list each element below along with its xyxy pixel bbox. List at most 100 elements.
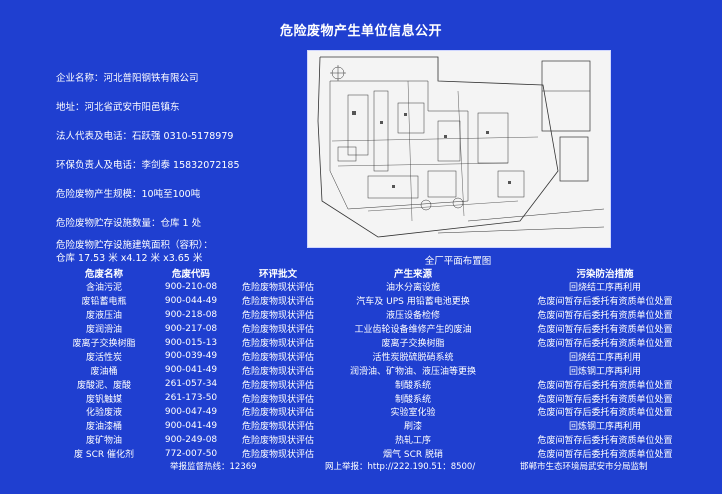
cell-measures: 危废间暂存后委托有资质单位处置 (537, 380, 673, 391)
cell-eia-approval: 危险废物现状评估 (241, 339, 314, 349)
cell-waste-code: 900-210-08 (164, 281, 218, 292)
cell-measures: 危废间暂存后委托有资质单位处置 (537, 311, 673, 322)
cell-eia-approval: 危险废物现状评估 (241, 325, 314, 336)
waste-scale: 危险废物产生规模：10吨至100吨 (56, 189, 201, 200)
table-row: 废油桶 900-041-49 危险废物现状评估 润滑油、矿物油、液压油等更换 回炼钢工序… (58, 363, 708, 377)
cell-source: 汽车及 UPS 用铅蓄电池更换 (356, 297, 470, 308)
cell-waste-name: 废活性炭 (85, 352, 122, 363)
site-plan-map (307, 50, 611, 248)
cell-measures: 危废间暂存后委托有资质单位处置 (537, 436, 673, 447)
cell-waste-name: 废离子交换树脂 (72, 339, 136, 349)
cell-waste-code: 900-218-08 (164, 309, 218, 320)
cell-eia-approval: 危险废物现状评估 (241, 380, 314, 391)
cell-source: 实验室化验 (390, 408, 436, 419)
company-name: 企业名称：河北普阳钢铁有限公司 (56, 73, 199, 84)
table-row: 废液压油 900-218-08 危险废物现状评估 液压设备检修 危废间暂存后委托有资质单… (58, 308, 708, 322)
cell-source: 润滑油、矿物油、液压油等更换 (349, 366, 476, 377)
table-row: 化验废液 900-047-49 危险废物现状评估 实验室化验 危废间暂存后委托有资质单位… (58, 405, 708, 419)
table-row: 废润滑油 900-217-08 危险废物现状评估 工业齿轮设备维修产生的废油 危废间暂存… (58, 322, 708, 336)
environmental-officer: 环保负责人及电话：李剑泰 15832072185 (56, 160, 240, 171)
cell-eia-approval: 危险废物现状评估 (241, 422, 314, 433)
cell-waste-name: 废润滑油 (85, 325, 122, 336)
cell-source: 制酸系统 (394, 394, 431, 405)
cell-source: 活性炭脱硫脱硝系统 (372, 352, 454, 363)
cell-source: 废离子交换树脂 (381, 339, 445, 349)
header-eia-approval: 环评批文 (258, 269, 297, 280)
storage-area-label: 危险废物贮存设施建筑面积（容积）： (56, 240, 213, 251)
cell-waste-code: 261-057-34 (164, 379, 218, 390)
cell-measures: 回炼钢工序再利用 (568, 366, 641, 377)
cell-eia-approval: 危险废物现状评估 (241, 297, 314, 308)
cell-eia-approval: 危险废物现状评估 (241, 394, 314, 405)
cell-measures: 危废间暂存后委托有资质单位处置 (537, 297, 673, 308)
cell-waste-name: 废铅蓄电瓶 (81, 297, 127, 308)
cell-eia-approval: 危险废物现状评估 (241, 436, 314, 447)
table-row: 废铅蓄电瓶 900-044-49 危险废物现状评估 汽车及 UPS 用铅蓄电池更换 危废… (58, 294, 708, 308)
table-row: 废酸泥、废酸 261-057-34 危险废物现状评估 制酸系统 危废间暂存后委托有资质单… (58, 377, 708, 391)
cell-eia-approval: 危险废物现状评估 (241, 408, 314, 419)
supervising-authority: 邯郸市生态环境局武安市分局监制 (520, 462, 648, 472)
legal-representative: 法人代表及电话：石跃强 0310-5178979 (56, 131, 234, 142)
cell-measures: 回炼钢工序再利用 (568, 422, 641, 433)
header-measures: 污染防治措施 (576, 269, 634, 280)
table-row: 废油漆桶 900-041-49 危险废物现状评估 刷漆 回炼钢工序再利用 (58, 419, 708, 433)
table-row: 废离子交换树脂 900-015-13 危险废物现状评估 废离子交换树脂 危废间暂存后委托… (58, 336, 708, 350)
storage-count: 危险废物贮存设施数量：仓库 1 处 (56, 218, 202, 229)
header-waste-name: 危废名称 (84, 269, 123, 280)
table-header-row: 危废名称 危废代码 环评批文 产生来源 污染防治措施 (58, 266, 708, 280)
cell-source: 制酸系统 (394, 380, 431, 391)
online-report-link[interactable]: 网上举报：http://222.190.51：8500/ (325, 462, 476, 472)
report-hotline: 举报监督热线：12369 (170, 462, 257, 472)
cell-eia-approval: 危险废物现状评估 (241, 311, 314, 322)
page-title: 危险废物产生单位信息公开 (279, 24, 442, 39)
cell-waste-name: 化验废液 (85, 408, 122, 419)
cell-waste-code: 900-041-49 (164, 365, 218, 376)
cell-waste-name: 废 SCR 催化剂 (74, 450, 134, 461)
cell-waste-code: 900-044-49 (164, 295, 218, 306)
cell-source: 油水分离设施 (385, 283, 440, 294)
table-row: 含油污泥 900-210-08 危险废物现状评估 油水分离设施 回烧结工序再利用 (58, 280, 708, 294)
cell-measures: 危废间暂存后委托有资质单位处置 (537, 325, 673, 336)
cell-measures: 回烧结工序再利用 (568, 352, 641, 363)
cell-waste-code: 261-173-50 (164, 393, 218, 404)
cell-source: 液压设备检修 (385, 311, 440, 322)
cell-waste-name: 废液压油 (85, 311, 122, 322)
cell-waste-name: 含油污泥 (85, 283, 122, 294)
cell-eia-approval: 危险废物现状评估 (241, 352, 314, 363)
cell-waste-code: 900-039-49 (164, 351, 218, 362)
cell-source: 烟气 SCR 脱硝 (383, 450, 443, 461)
cell-waste-name: 废矿物油 (85, 436, 122, 447)
cell-measures: 危废间暂存后委托有资质单位处置 (537, 339, 673, 349)
cell-eia-approval: 危险废物现状评估 (241, 366, 314, 377)
cell-source: 刷漆 (403, 422, 422, 433)
cell-waste-code: 900-041-49 (164, 420, 218, 431)
cell-source: 热轧工序 (394, 436, 431, 447)
cell-measures: 回烧结工序再利用 (568, 283, 641, 294)
cell-waste-code: 772-007-50 (164, 448, 218, 459)
cell-waste-name: 废油漆桶 (85, 422, 122, 433)
cell-eia-approval: 危险废物现状评估 (241, 283, 314, 294)
cell-waste-name: 废油桶 (90, 366, 118, 377)
cell-source: 工业齿轮设备维修产生的废油 (354, 325, 472, 336)
cell-waste-name: 废酸泥、废酸 (76, 380, 131, 391)
company-address: 地址：河北省武安市阳邑镇东 (56, 102, 180, 113)
table-row: 废矿物油 900-249-08 危险废物现状评估 热轧工序 危废间暂存后委托有资质单位处… (58, 433, 708, 447)
table-row: 废 SCR 催化剂 772-007-50 危险废物现状评估 烟气 SCR 脱硝 危废间暂… (58, 447, 708, 461)
cell-waste-name: 废钒触媒 (85, 394, 122, 405)
cell-eia-approval: 危险废物现状评估 (241, 450, 314, 461)
header-source: 产生来源 (393, 269, 432, 280)
cell-waste-code: 900-217-08 (164, 323, 218, 334)
cell-waste-code: 900-047-49 (164, 406, 218, 417)
site-plan-drawing (317, 56, 605, 238)
cell-waste-code: 900-249-08 (164, 434, 218, 445)
cell-waste-code: 900-015-13 (164, 337, 218, 348)
hazardous-waste-table: 危废名称 危废代码 环评批文 产生来源 污染防治措施 含油污泥 900-210-0… (58, 266, 708, 461)
cell-measures: 危废间暂存后委托有资质单位处置 (537, 408, 673, 419)
site-plan-caption: 全厂平面布置图 (424, 256, 492, 267)
header-waste-code: 危废代码 (171, 269, 210, 280)
cell-measures: 危废间暂存后委托有资质单位处置 (537, 450, 673, 461)
storage-area-value: 仓库 17.53 米 x4.12 米 x3.65 米 (56, 253, 203, 264)
storage-area: 危险废物贮存设施建筑面积（容积）： 仓库 17.53 米 x4.12 米 x3.… (56, 239, 213, 265)
